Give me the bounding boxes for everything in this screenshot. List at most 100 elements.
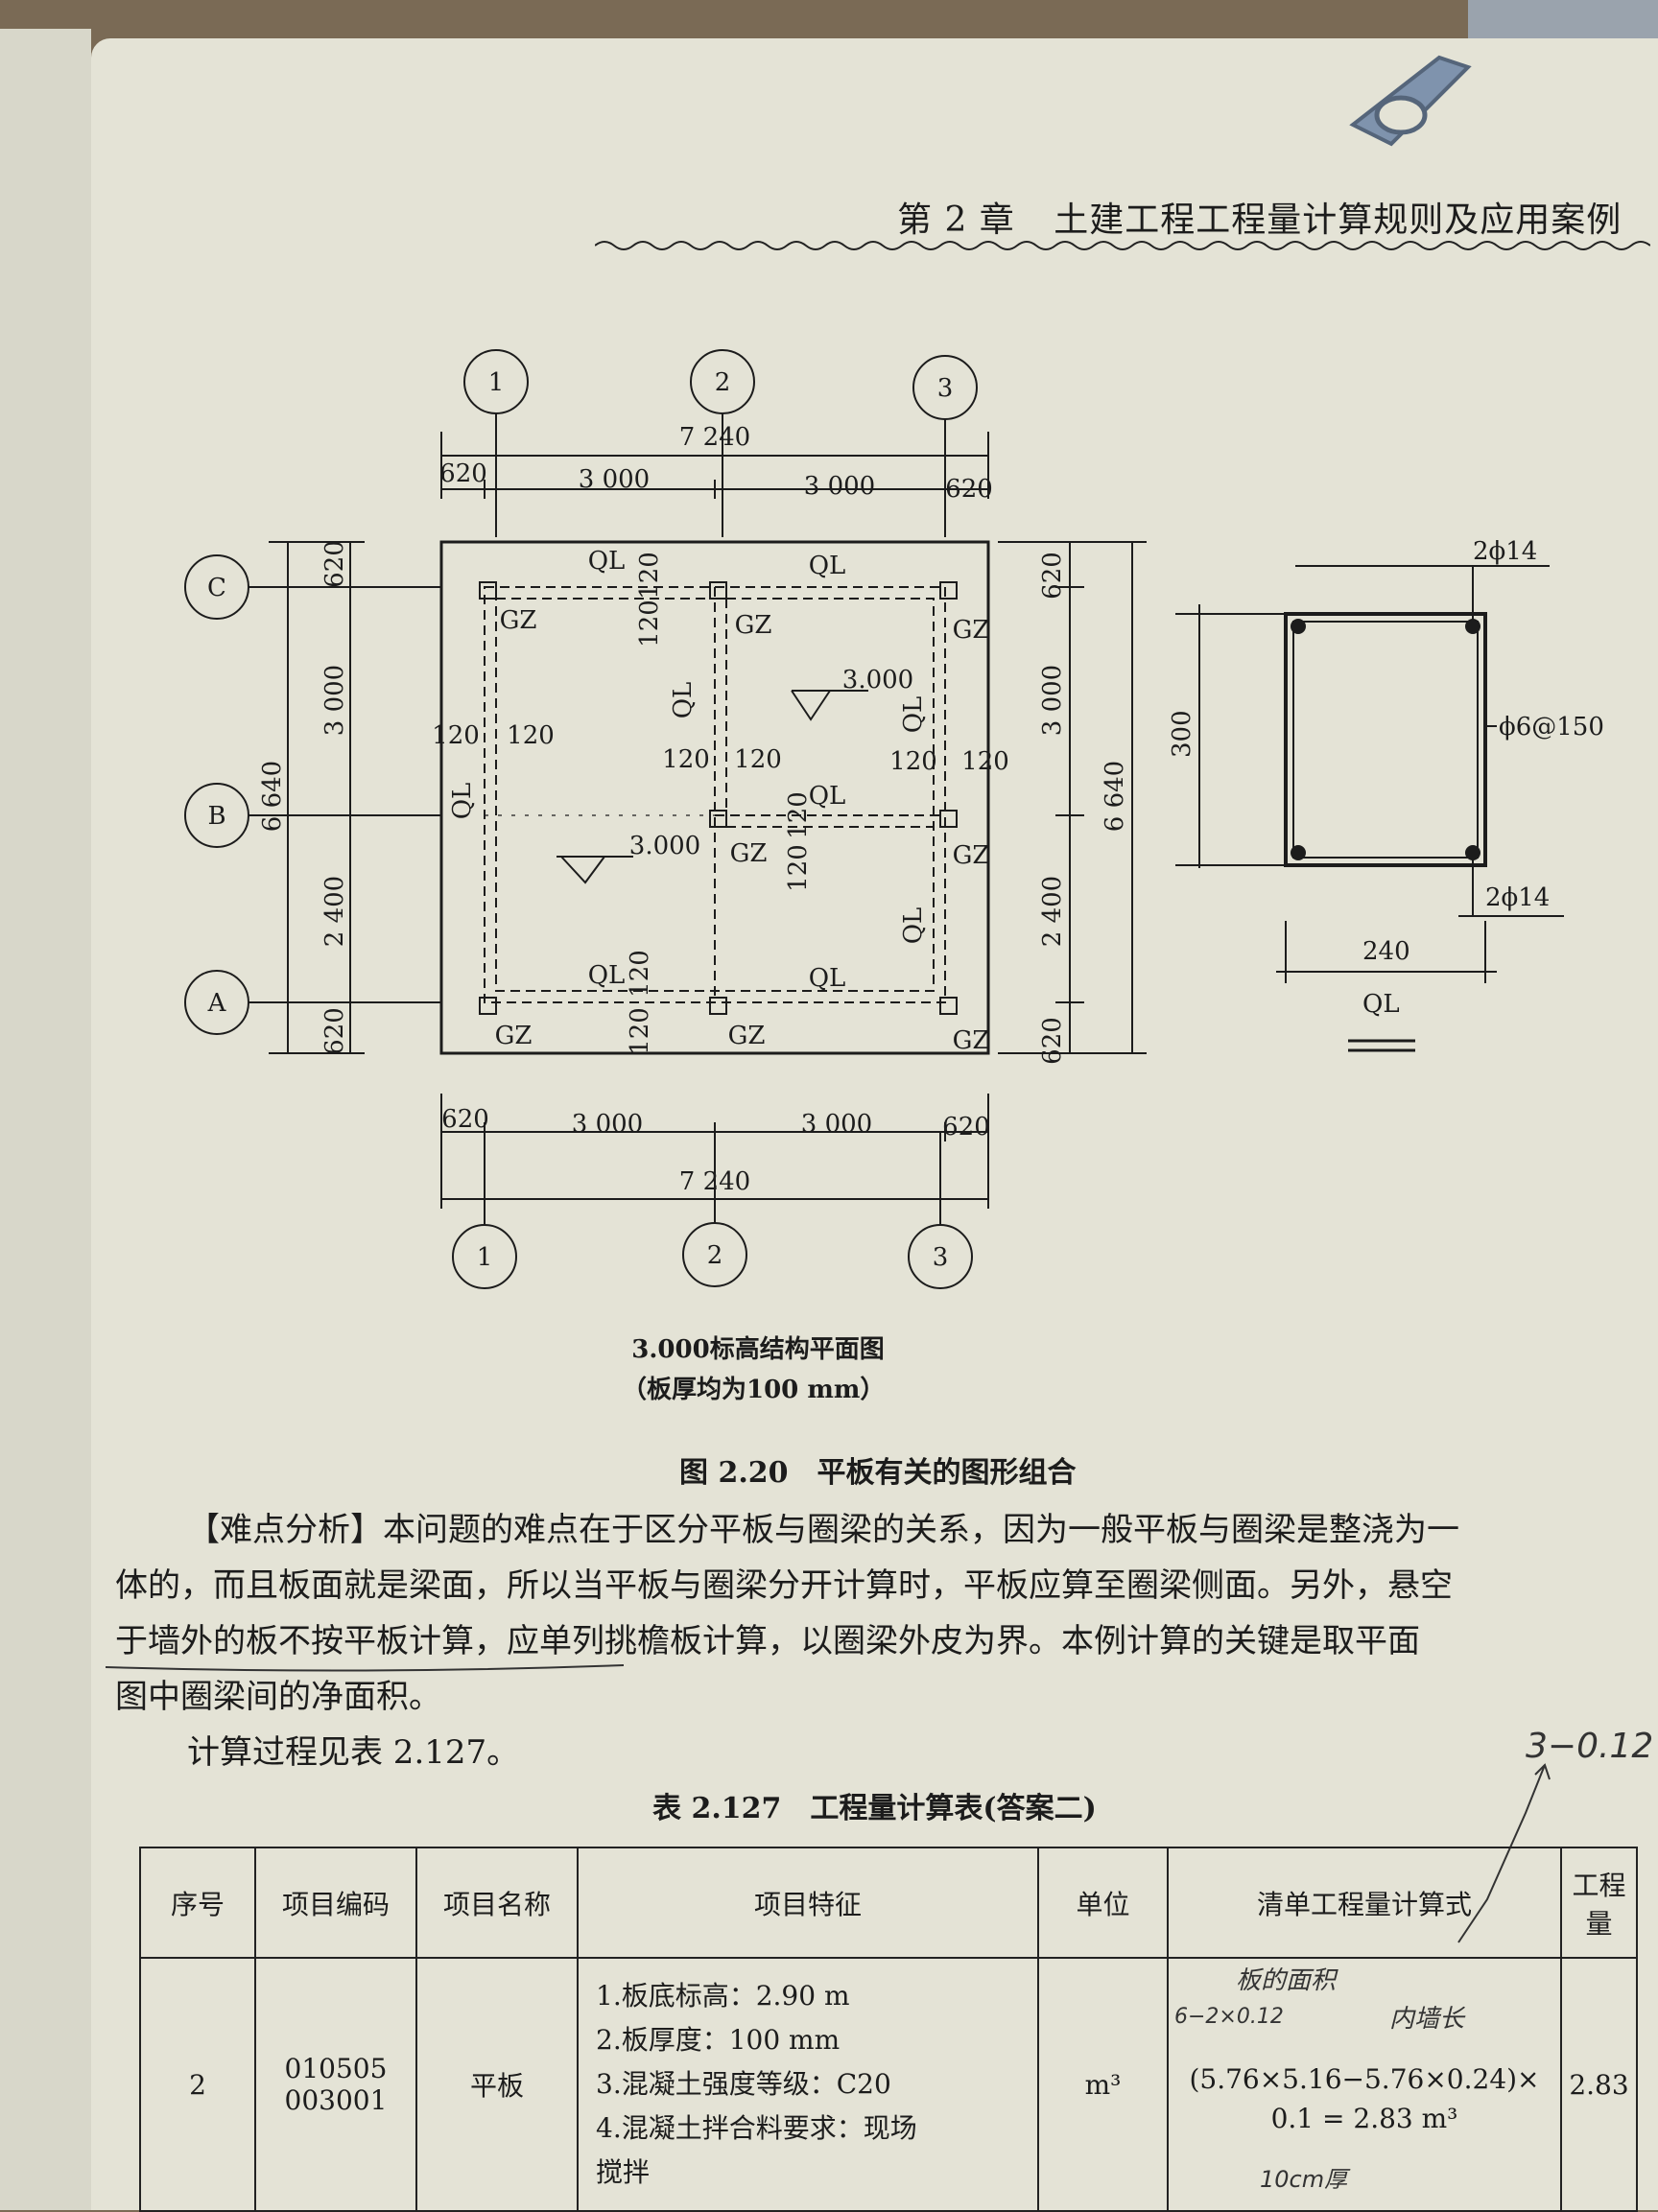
gz-label-5: GZ [953,841,990,870]
ql-label-bottom-right: QL [809,964,846,993]
dim-right-2400: 2 400 [1038,876,1067,947]
handwriting-thickness: 10cm厚 [1260,2166,1348,2193]
section-bottom-bar: 2ϕ14 [1485,883,1550,912]
section-height: 300 [1168,710,1196,758]
header-quantity: 工程量 [1560,1847,1638,1959]
structural-plan: 1 2 3 1 2 3 C B A 7 240 620 3 000 3 000 … [184,349,1604,1362]
paragraph-line-1: 【难点分析】本问题的难点在于区分平板与圈梁的关系，因为一般平板与圈梁是整浇为一 [187,1511,1459,1549]
gz-label-3: GZ [953,616,990,645]
axis-label-3: 3 [937,374,954,403]
dim-top-3000-left: 3 000 [579,465,650,494]
dim-bottom-3000-left: 3 000 [572,1110,643,1139]
dim-top-3000-right: 3 000 [804,472,875,501]
dim-left-total: 6 640 [258,761,287,832]
plan-subtitle: （板厚均为100 mm） [622,1376,886,1404]
gz-label-2: GZ [735,611,772,640]
row-no: 2 [139,1957,256,2212]
header-formula: 清单工程量计算式 [1167,1847,1562,1959]
header-unit: 单位 [1037,1847,1169,1959]
gz-label-4: GZ [730,839,768,868]
dim-left-620-bottom: 620 [320,1007,349,1055]
row-formula: 板的面积 6−2×0.12 内墙长 (5.76×5.16−5.76×0.24)×… [1167,1957,1562,2212]
axis-label-1: 1 [488,368,505,397]
handwritten-underline [106,1664,624,1672]
dim-120-vertical-bottom: 120 [626,950,654,998]
dim-120-vertical-bottom-2: 120 [626,1007,654,1055]
header-features: 项目特征 [577,1847,1039,1959]
dim-120-h-6: 120 [961,747,1009,776]
dim-left-620-top: 620 [320,540,349,588]
dim-right-3000: 3 000 [1038,665,1067,736]
chapter-title: 土建工程工程量计算规则及应用案例 [1054,200,1622,240]
handwriting-wall-length: 内墙长 [1389,2005,1465,2034]
axis-label-1-bottom: 1 [477,1243,493,1272]
figure-caption: 图 2.20 平板有关的图形组合 [679,1456,1077,1490]
axis-label-a: A [207,989,227,1018]
section-name: QL [1362,990,1400,1019]
header-no: 序号 [139,1847,256,1959]
feature-5: 搅拌 [596,2156,651,2188]
ql-label-top-left: QL [588,547,626,576]
dim-left-2400: 2 400 [320,876,349,947]
paragraph-line-5: 计算过程见表 2.127。 [187,1733,520,1772]
feature-1: 1.板底标高：2.90 m [596,1980,850,2012]
formula-line-2: 0.1 = 2.83 m³ [1270,2103,1458,2134]
paragraph-line-3: 于墙外的板不按平板计算，应单列挑檐板计算，以圈梁外皮为界。本例计算的关键是取平面 [115,1622,1420,1660]
paragraph-line-2: 体的，而且板面就是梁面，所以当平板与圈梁分开计算时，平板应算至圈梁侧面。另外，悬… [115,1566,1453,1605]
gz-label-7: GZ [728,1022,766,1050]
axis-label-2: 2 [715,368,731,397]
axis-label-c: C [207,574,226,602]
dim-top-620-right: 620 [945,475,993,504]
chapter-header: 第 2 章 土建工程工程量计算规则及应用案例 [897,192,1622,242]
ql-label-mid-right: QL [809,782,846,811]
feature-3: 3.混凝土强度等级：C20 [596,2068,891,2100]
dim-120-h-3: 120 [662,745,710,774]
adjacent-page [0,29,91,2210]
dim-120-h-1: 120 [432,721,480,750]
dim-120-vertical-top-2: 120 [635,600,664,647]
ql-label-vertical-mid: QL [669,682,698,719]
elevation-label-2: 3.000 [629,832,700,860]
binder-clip [1349,0,1658,147]
ql-label-top-right: QL [809,552,846,580]
gz-label-8: GZ [953,1026,990,1055]
axis-label-2-bottom: 2 [707,1241,723,1270]
dim-120-h-5: 120 [889,747,937,776]
dim-120-vertical-top: 120 [635,552,664,600]
dim-left-3000: 3 000 [320,665,349,736]
ql-label-vertical-right-2: QL [899,907,928,945]
dim-bottom-620-right: 620 [942,1113,990,1141]
header-wavy-line [595,241,1650,250]
elevation-label-1: 3.000 [842,666,913,694]
axis-label-b: B [207,802,225,831]
header-code: 项目编码 [254,1847,417,1959]
dim-120-vertical-mid-2: 120 [784,844,813,892]
quantity-table: 序号 项目编码 项目名称 项目特征 单位 清单工程量计算式 工程量 2 0105… [139,1847,1638,2212]
ql-label-vertical-left: QL [448,783,477,820]
header-name: 项目名称 [415,1847,579,1959]
feature-2: 2.板厚度：100 mm [596,2024,841,2056]
row-code-2: 003001 [284,2084,388,2116]
section-stirrup: ϕ6@150 [1499,713,1604,741]
dim-120-h-2: 120 [507,721,555,750]
dim-right-total: 6 640 [1101,761,1129,832]
section-top-bar: 2ϕ14 [1473,537,1537,566]
dim-right-620-top: 620 [1038,552,1067,600]
dim-120-vertical-mid: 120 [784,791,813,839]
dim-bottom-total: 7 240 [679,1167,750,1196]
row-code-1: 010505 [284,2053,388,2084]
row-name: 平板 [415,1957,579,2212]
dim-top-620-left: 620 [439,459,487,488]
handwriting-calc: 6−2×0.12 [1174,2005,1284,2029]
row-features: 1.板底标高：2.90 m 2.板厚度：100 mm 3.混凝土强度等级：C20… [577,1957,1039,2212]
gz-label-1: GZ [500,606,537,635]
row-quantity: 2.83 [1560,1957,1638,2212]
chapter-number: 第 2 章 [897,200,1015,240]
dim-bottom-3000-right: 3 000 [801,1110,872,1139]
axis-label-3-bottom: 3 [933,1243,949,1272]
handwriting-slab-area: 板的面积 [1236,1966,1337,1995]
dim-bottom-620-left: 620 [441,1105,489,1134]
dim-120-h-4: 120 [734,745,782,774]
dim-top-total: 7 240 [679,423,750,452]
formula-line-1: (5.76×5.16−5.76×0.24)× [1189,2063,1540,2095]
